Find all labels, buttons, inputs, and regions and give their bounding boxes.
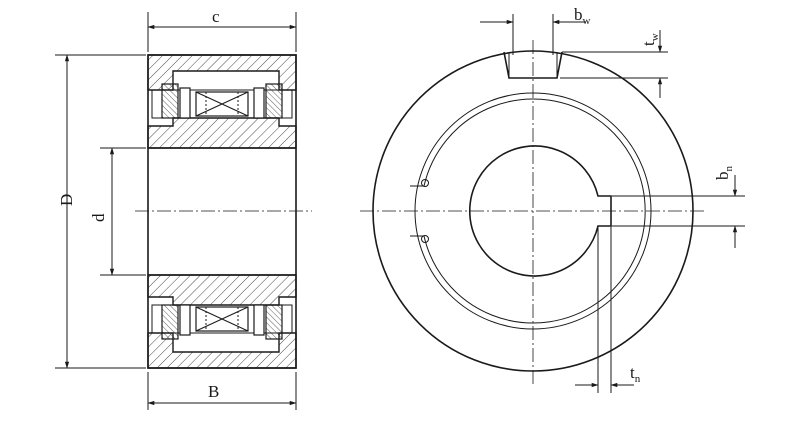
dimension-tw: tw — [560, 30, 668, 98]
side-bearing-right-top — [265, 83, 283, 119]
label-tw: tw — [639, 33, 661, 46]
side-bearing-right-bottom — [265, 304, 283, 340]
side-bearing-left-top — [161, 83, 179, 119]
label-bn: bn — [713, 166, 735, 181]
notch-hole-top — [421, 179, 429, 187]
dimension-D: D — [55, 54, 146, 369]
notch-hole-bottom — [421, 235, 429, 243]
dimension-d: d — [89, 147, 146, 276]
dimension-c: c — [147, 7, 297, 52]
outer-keyway — [503, 51, 563, 79]
front-view — [360, 40, 706, 385]
label-D: D — [57, 194, 76, 206]
label-bw: bw — [574, 5, 591, 27]
bore-with-keyway — [469, 145, 612, 277]
dimension-bw: bw — [480, 5, 591, 55]
inner-ring-bottom — [147, 274, 297, 306]
label-d: d — [89, 213, 108, 222]
section-view — [135, 54, 312, 369]
label-c: c — [212, 7, 220, 26]
raceway-bottom — [151, 304, 293, 340]
label-tn: tn — [630, 363, 641, 385]
dimension-B: B — [147, 372, 297, 410]
label-B: B — [208, 382, 219, 401]
side-bearing-left-bottom — [161, 304, 179, 340]
inner-ring-top — [147, 117, 297, 149]
inner-ring-circle — [423, 98, 646, 324]
raceway-top — [151, 83, 293, 119]
dimension-bn: bn — [612, 166, 745, 248]
dimension-tn: tn — [575, 226, 641, 393]
